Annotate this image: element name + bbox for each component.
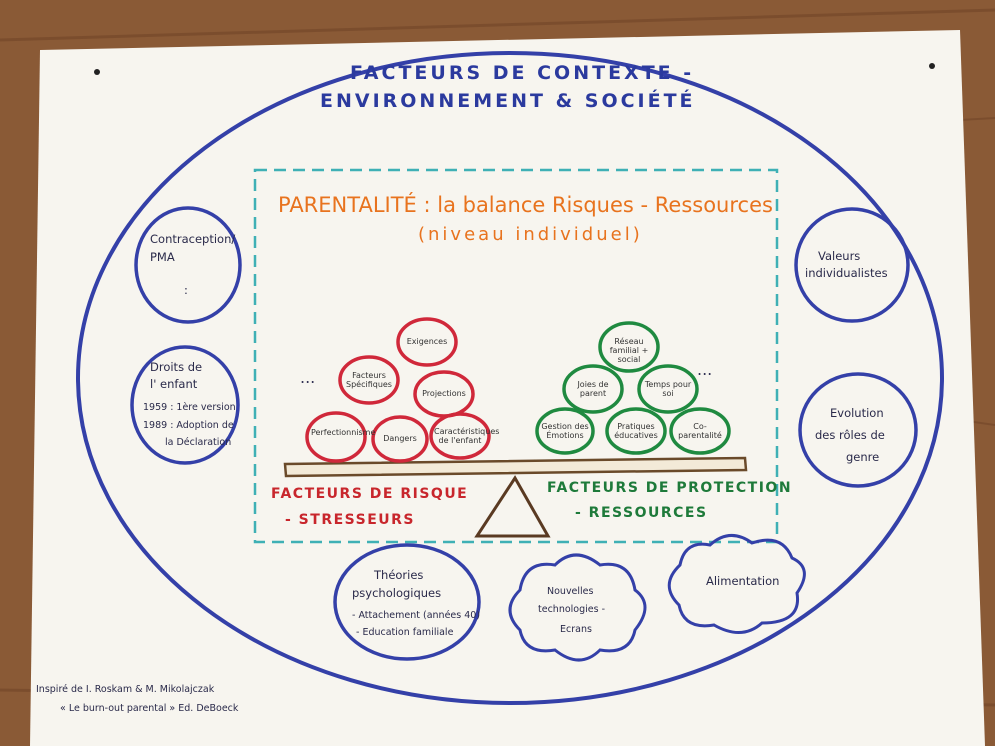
pin-left [94,69,100,75]
protection-bubble-2 [637,364,699,414]
risk-label-line2: - STRESSEURS [285,512,415,528]
cloud-technologies [508,553,647,662]
credit-line1: Inspiré de I. Roskam & M. Mikolajczak [36,684,215,695]
context-title-line2: ENVIRONNEMENT & SOCIÉTÉ [320,90,696,112]
protection-ellipsis: ... [697,360,713,379]
circle-droits [130,345,240,465]
risk-bubble-5 [429,412,491,460]
cloud-theories [333,543,481,661]
droits-line1: Droits de [150,360,203,374]
risk-bubble-label: Exigences [406,337,448,346]
technologies-line2: technologies - [538,604,606,615]
protection-label-line1: FACTEURS DE PROTECTION [547,480,793,496]
balance-title: PARENTALITÉ : la balance Risques - Resso… [278,193,773,217]
alimentation-line1: Alimentation [706,574,780,588]
balance-frame [253,168,779,544]
risk-label-line1: FACTEURS DE RISQUE [271,486,469,502]
evolution-line2: des rôles de [815,428,885,442]
credit-line2: « Le burn-out parental » Ed. DeBoeck [60,703,239,714]
theories-line4: - Education familiale [356,627,454,638]
protection-bubble-3 [535,407,595,455]
evolution-line3: genre [846,450,880,464]
protection-label-line2: - RESSOURCES [575,505,708,521]
droits-line4: 1989 : Adoption de [143,420,234,431]
contraception-line2: PMA [150,250,175,264]
protection-bubble-5 [669,407,731,455]
protection-bubble-1 [562,364,624,414]
protection-bubble-4 [605,407,667,455]
risk-bubble-label: Projections [422,389,466,398]
risk-bubble-label: Caractéristiques de l'enfant [434,427,500,445]
circle-valeurs [794,207,910,323]
seesaw-fulcrum [474,475,551,538]
circle-contraception [134,206,242,324]
protection-bubble-label: Co-parentalité [678,422,722,440]
protection-bubble-label: Réseau familial + social [609,337,649,364]
droits-line5: la Déclaration [165,437,232,448]
theories-line1: Théories [374,568,424,582]
protection-bubble-label: Joies de parent [577,380,609,398]
risk-bubble-label: Perfectionnisme [311,428,376,437]
pin-right [929,63,935,69]
context-title-line1: FACTEURS DE CONTEXTE - [350,62,695,84]
protection-bubble-0 [598,321,660,373]
contraception-dots: : [184,283,188,297]
theories-line2: psychologiques [352,586,442,600]
contraception-line1: Contraception/ [150,232,236,246]
risk-ellipsis: ... [300,368,316,387]
risk-bubble-0 [396,317,458,367]
technologies-line1: Nouvelles [547,586,594,597]
technologies-line3: Ecrans [560,624,592,635]
valeurs-line2: individualistes [805,266,888,280]
circle-evolution [798,372,918,488]
droits-line2: l' enfant [150,377,198,391]
droits-line3: 1959 : 1ère version [143,402,236,413]
theories-line3: - Attachement (années 40) [352,610,481,621]
risk-bubble-1 [338,355,400,405]
valeurs-line1: Valeurs [818,249,861,263]
protection-bubble-label: Temps pour soi [644,380,692,398]
risk-bubble-label: Facteurs Spécifiques [346,371,392,389]
context-oval [76,51,944,705]
evolution-line1: Evolution [830,406,884,420]
protection-bubble-label: Pratiques éducatives [614,422,658,440]
risk-bubble-4 [371,415,429,463]
paper-sheet [30,30,985,746]
risk-bubble-label: Dangers [383,434,417,443]
balance-subtitle: (niveau individuel) [418,224,643,245]
protection-bubble-label: Gestion des Émotions [541,422,589,440]
cloud-alimentation [667,534,806,634]
risk-bubble-3 [305,411,367,463]
